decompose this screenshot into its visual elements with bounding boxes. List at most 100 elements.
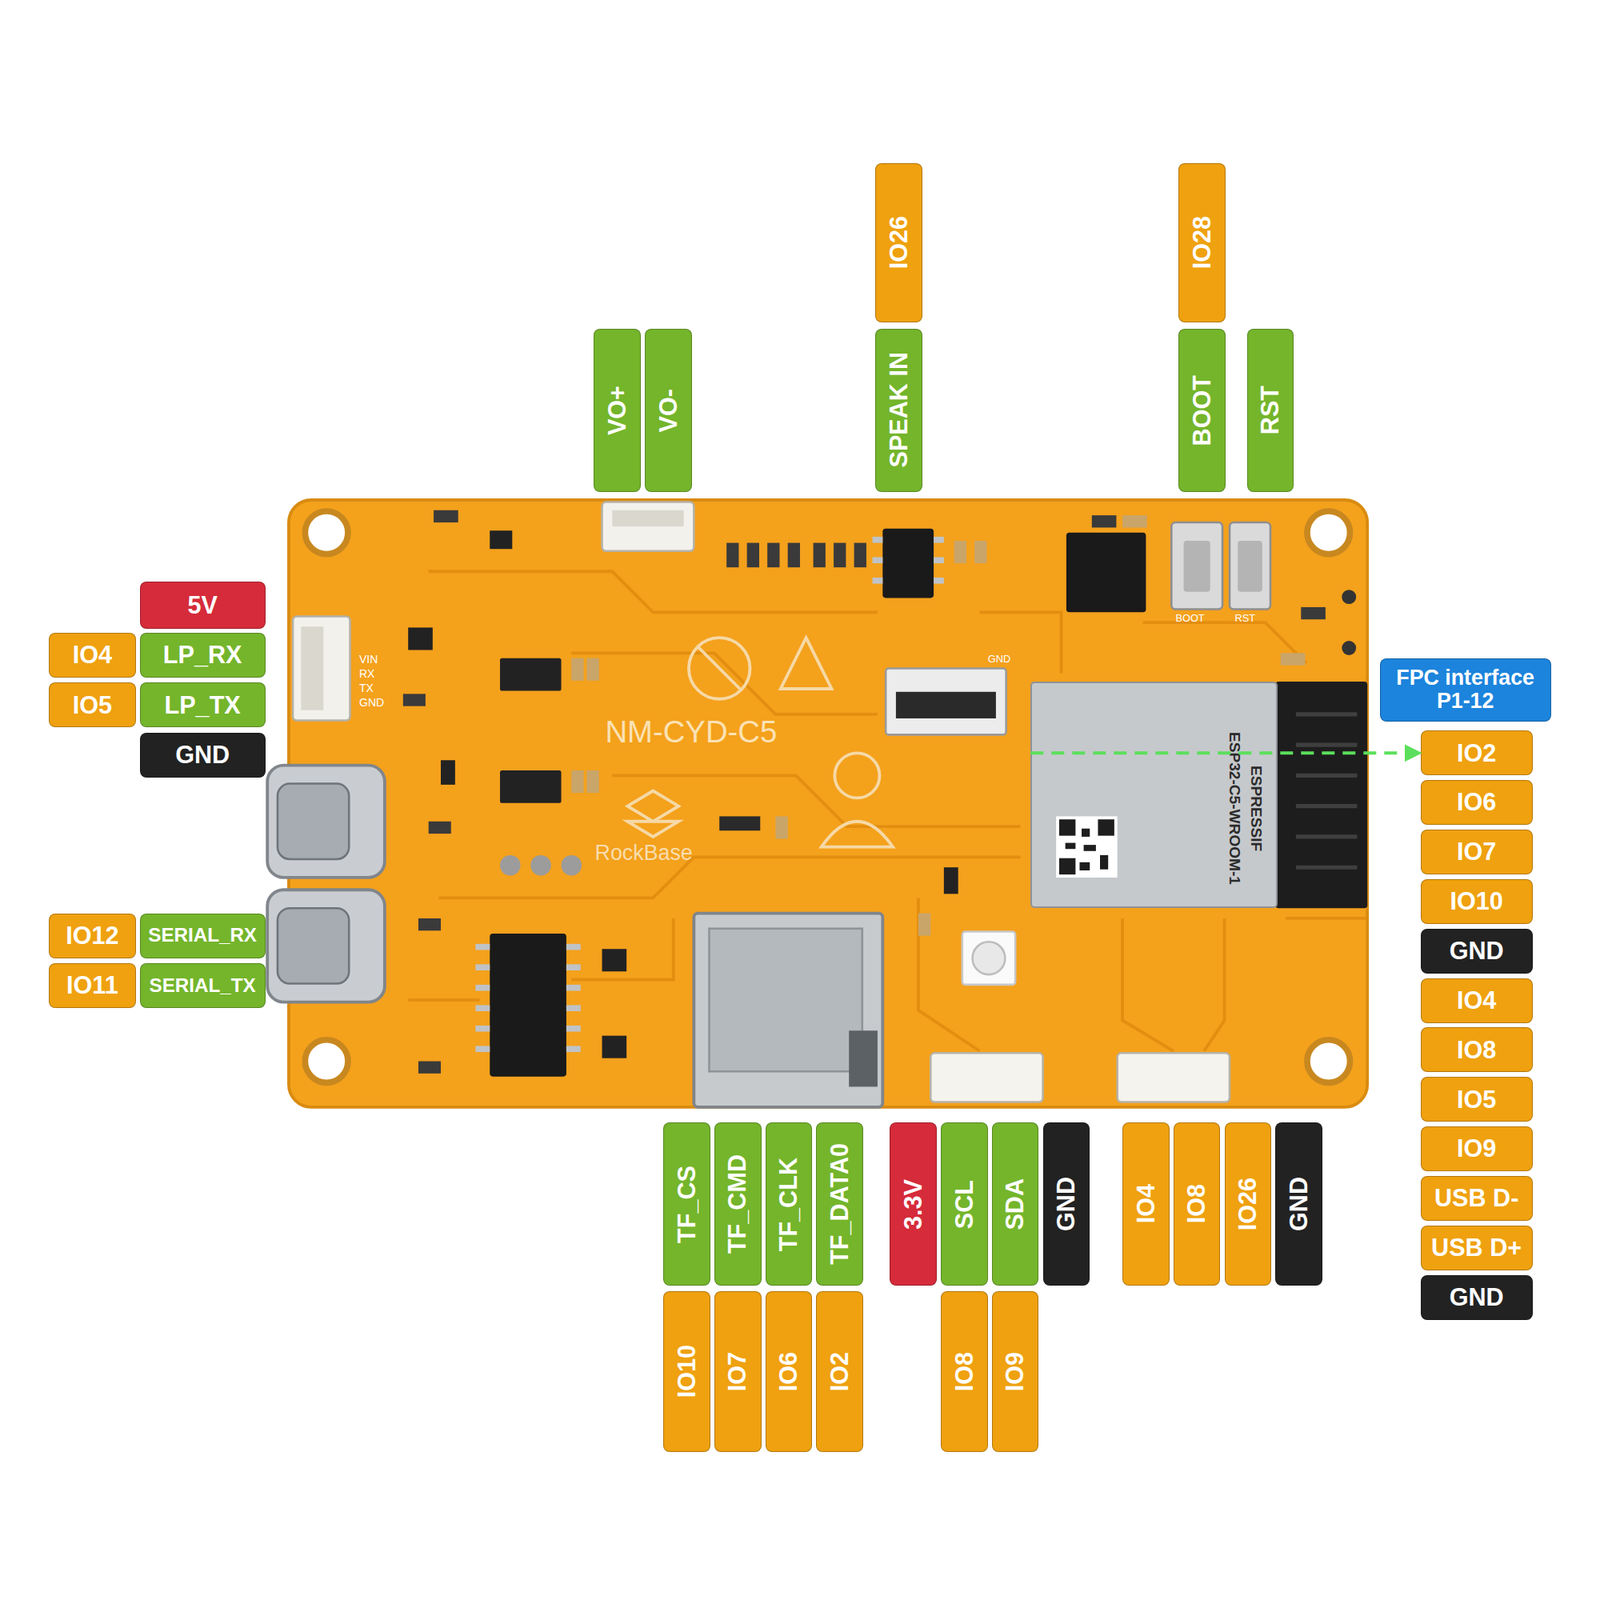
silkscreen-label: NM-CYD-C5 xyxy=(604,714,777,750)
pin-text: SDA xyxy=(1001,1178,1029,1231)
mounting-hole xyxy=(304,511,348,555)
pin-label: IO8 xyxy=(1173,1122,1221,1286)
silkscreen-label: GND xyxy=(359,696,384,709)
regulator xyxy=(500,658,562,692)
smd-resistor xyxy=(833,543,846,568)
smd-resistor xyxy=(767,543,780,568)
pin-text: USB D+ xyxy=(1431,1234,1522,1262)
chip-pin xyxy=(566,944,581,951)
chip-pin xyxy=(566,1045,581,1052)
pin-label: TF_CLK xyxy=(765,1122,813,1286)
button-cap xyxy=(1237,540,1263,592)
pin-label: SERIAL_TX xyxy=(140,963,266,1008)
pin-label: LP_TX xyxy=(140,682,266,728)
chip-pin xyxy=(475,1004,490,1012)
pin-label: IO7 xyxy=(1420,829,1533,875)
pin-text: ESP32-C5-WROOM-1 xyxy=(1226,710,1244,907)
pin-label: IO28 xyxy=(1178,163,1226,323)
pin-text: IO6 xyxy=(1456,788,1496,816)
fpc-socket-slot xyxy=(896,692,996,719)
pin-text: IO26 xyxy=(885,216,913,269)
usb-uart-chip xyxy=(1066,532,1146,612)
pin-text: SERIAL_RX xyxy=(148,924,257,947)
chip-pin xyxy=(566,964,581,971)
rockbase-logo xyxy=(627,791,679,822)
pcb-trace xyxy=(571,918,674,980)
smd-resistor xyxy=(854,543,867,568)
pin-label: IO12 xyxy=(48,913,136,959)
smd-resistor xyxy=(403,693,426,706)
pin-text: IO5 xyxy=(1456,1086,1496,1114)
pin-label: IO8 xyxy=(1420,1027,1533,1072)
test-pad xyxy=(561,855,583,876)
pin-text: LP_TX xyxy=(164,692,241,720)
pin-label: IO8 xyxy=(940,1291,988,1453)
smd-capacitor xyxy=(918,913,931,936)
chip-pin xyxy=(475,1045,490,1052)
pin-label: IO26 xyxy=(875,163,923,323)
pin-text: TF_CLK xyxy=(775,1157,803,1252)
smd-resistor xyxy=(1300,607,1326,620)
pin-label: USB D- xyxy=(1420,1176,1533,1221)
pin-text: TF_CS xyxy=(673,1165,701,1244)
pin-text: GND xyxy=(1449,1284,1504,1312)
smd-resistor xyxy=(788,543,800,568)
pin-text: LP_RX xyxy=(163,641,243,669)
chip-pin xyxy=(872,577,884,584)
pin-text: IO9 xyxy=(1001,1352,1029,1392)
pin-text: IO7 xyxy=(724,1352,752,1392)
transistor xyxy=(602,948,628,972)
i2c-connector xyxy=(930,1052,1043,1102)
ic-chip xyxy=(882,528,934,599)
transistor xyxy=(602,1036,628,1059)
chip-pin xyxy=(475,964,490,971)
pin-text: VO- xyxy=(655,388,683,432)
pin-text: SPEAK IN xyxy=(885,352,913,468)
sd-card-slot xyxy=(693,913,883,1108)
wifi-module: ESPRESSIFESP32-C5-WROOM-1 xyxy=(1030,681,1278,908)
pcb-trace xyxy=(1122,918,1174,1052)
pcb-board xyxy=(288,500,1368,1108)
pin-label: IO10 xyxy=(663,1291,711,1453)
pin-text: IO5 xyxy=(72,692,112,720)
pin-label: IO5 xyxy=(48,682,136,728)
pin-label: IO11 xyxy=(48,963,136,1008)
pin-label: 3.3V xyxy=(889,1122,937,1286)
pin-label: SERIAL_RX xyxy=(140,913,266,959)
pin-text: SCL xyxy=(951,1180,979,1229)
pin-label: LP_RX xyxy=(140,632,266,678)
fpc-contact xyxy=(1296,712,1358,716)
pin-label: IO26 xyxy=(1224,1122,1272,1286)
smd-led xyxy=(1341,640,1356,656)
smd-resistor xyxy=(418,918,441,931)
miner-logo-head xyxy=(834,752,880,798)
pin-text: IO4 xyxy=(72,641,112,669)
pin-label: IO2 xyxy=(816,1291,864,1453)
smd-capacitor xyxy=(954,540,967,564)
smd-capacitor xyxy=(586,770,599,793)
usb-c-connector xyxy=(267,889,385,1002)
pin-text: IO4 xyxy=(1456,987,1496,1015)
smd-resistor xyxy=(726,543,739,568)
sd-card-latch xyxy=(848,1030,878,1087)
pin-text: TF_DATA0 xyxy=(826,1143,854,1265)
pin-label: USB D+ xyxy=(1420,1225,1533,1271)
lead-free-slash xyxy=(697,647,741,691)
silkscreen-label: BOOT xyxy=(1175,612,1204,624)
smd-capacitor xyxy=(974,540,987,564)
miner-logo-body xyxy=(821,821,893,848)
pin-text: GND xyxy=(1449,937,1504,965)
button-cap xyxy=(1184,540,1211,592)
smd-resistor xyxy=(418,1061,441,1074)
pin-text: TF_CMD xyxy=(724,1154,752,1254)
silkscreen-label: TX xyxy=(359,681,374,695)
pin-text: GND xyxy=(1285,1176,1313,1232)
chip-pin xyxy=(933,556,944,564)
rockbase-logo xyxy=(627,821,679,837)
mounting-hole xyxy=(1307,1040,1351,1084)
pin-text: RST xyxy=(1256,385,1284,435)
pcb-trace xyxy=(428,571,878,612)
pin-text: IO10 xyxy=(1449,888,1503,916)
amplifier-chip xyxy=(489,933,567,1077)
pin-label: IO9 xyxy=(992,1291,1040,1453)
